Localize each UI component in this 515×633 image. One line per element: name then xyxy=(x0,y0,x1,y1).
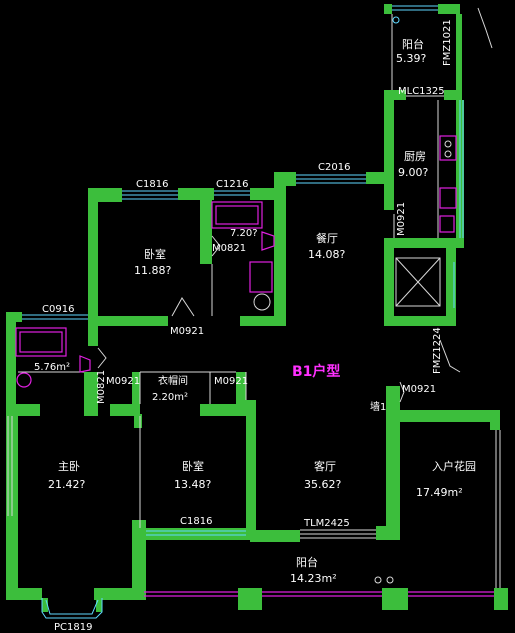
code-c1816-top: C1816 xyxy=(136,179,168,190)
room-dining-area: 14.08? xyxy=(308,248,345,261)
room-garden-name: 入户花园 xyxy=(432,459,476,473)
code-m0921-closet-l: M0921 xyxy=(106,376,140,387)
room-master-name: 主卧 xyxy=(58,460,80,473)
code-pc1819: PC1819 xyxy=(54,622,92,633)
room-kitchen-name: 厨房 xyxy=(404,150,426,163)
code-wall-mark: 墙1 xyxy=(370,400,386,413)
room-bedroom-mid-area: 13.48? xyxy=(174,478,211,491)
code-mlc1325: MLC1325 xyxy=(398,86,445,97)
room-master-area: 21.42? xyxy=(48,478,85,491)
code-fmz1224: FMZ1224 xyxy=(432,327,443,374)
code-m0821-top: M0821 xyxy=(212,243,246,254)
room-dining-name: 餐厅 xyxy=(316,231,338,245)
fixtures xyxy=(15,135,457,388)
code-c1816-mid: C1816 xyxy=(180,516,212,527)
code-c0916: C0916 xyxy=(42,304,74,315)
code-tlm2425: TLM2425 xyxy=(303,518,350,529)
room-balcony-top-area: 5.39? xyxy=(396,52,426,65)
room-balcony-bottom-area: 14.23m² xyxy=(290,572,337,585)
code-c2016: C2016 xyxy=(318,162,350,173)
room-living-area: 35.62? xyxy=(304,478,341,491)
room-garden-area: 17.49m² xyxy=(416,486,463,499)
room-bedroom-top-name: 卧室 xyxy=(144,247,166,261)
walls xyxy=(6,4,508,612)
plan-title: B1户型 xyxy=(292,363,340,380)
room-closet-area: 2.20m² xyxy=(152,392,188,403)
room-kitchen-area: 9.00? xyxy=(398,166,428,179)
room-bedroom-mid-name: 卧室 xyxy=(182,459,204,473)
room-living-name: 客厅 xyxy=(314,459,336,473)
room-balcony-top-name: 阳台 xyxy=(402,37,424,51)
room-bath-left-area: 5.76m² xyxy=(34,362,70,373)
code-m0921-garden: M0921 xyxy=(402,384,436,395)
code-fmz1021: FMZ1021 xyxy=(442,19,453,66)
code-m0921-kitchen: M0921 xyxy=(396,202,407,236)
room-balcony-bottom-name: 阳台 xyxy=(296,555,318,569)
windows xyxy=(7,5,501,619)
room-bath-top-area: 7.20? xyxy=(230,228,258,239)
code-c1216: C1216 xyxy=(216,179,248,190)
doors xyxy=(97,7,493,584)
room-closet-name: 衣帽间 xyxy=(158,374,188,387)
code-m0921-bed: M0921 xyxy=(170,326,204,337)
code-labels: FMZ1021 MLC1325 C2016 C1816 C1216 M0821 … xyxy=(42,19,453,633)
room-bedroom-top-area: 11.88? xyxy=(134,264,171,277)
room-labels: 阳台 5.39? 厨房 9.00? 卧室 11.88? 7.20? 餐厅 14.… xyxy=(34,37,476,585)
code-m0821-left: M0821 xyxy=(96,370,107,404)
code-m0921-closet-r: M0921 xyxy=(214,376,248,387)
